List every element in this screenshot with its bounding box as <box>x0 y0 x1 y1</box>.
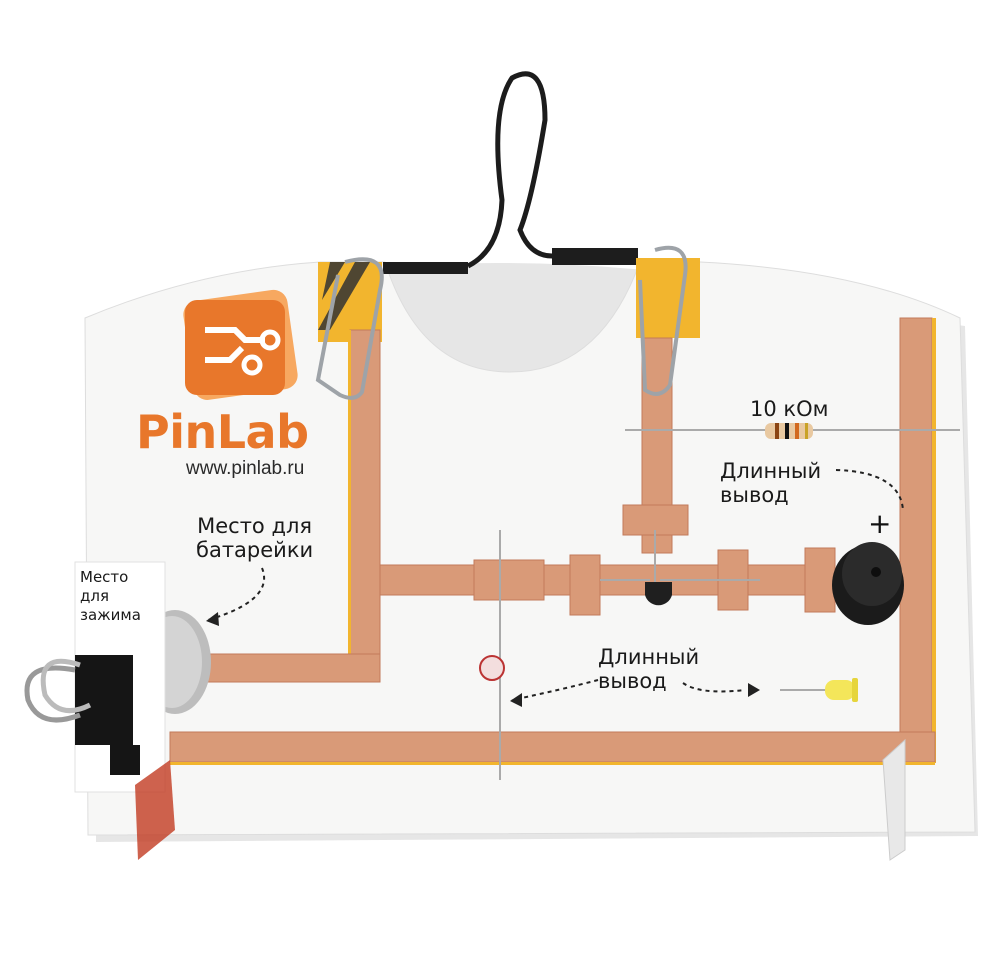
long-lead-label-top: Длинный вывод <box>720 459 821 507</box>
buzzer-icon <box>832 542 904 625</box>
transistor-icon <box>645 582 672 606</box>
long-lead-bottom-line-2: вывод <box>598 669 667 693</box>
long-lead-top-line-2: вывод <box>720 483 789 507</box>
brand-name: PinLab <box>136 405 309 459</box>
copper-traces <box>169 317 936 765</box>
long-lead-bottom-line-1: Длинный <box>598 645 700 669</box>
resistor-value-label: 10 кОм <box>750 397 829 421</box>
long-lead-top-line-1: Длинный <box>720 459 822 483</box>
tape-tab-right <box>636 258 700 338</box>
led-icon <box>825 678 858 702</box>
paperclip-icon <box>315 257 384 400</box>
battery-label-line-1: Место для <box>197 514 313 538</box>
clip-label-line-1: Место <box>80 568 129 586</box>
stand-right <box>882 738 906 861</box>
brand-url: www.pinlab.ru <box>186 458 305 479</box>
clip-label-line-2: для <box>80 587 109 605</box>
stand-left <box>135 760 175 860</box>
arrow-heads <box>206 612 760 707</box>
paperclip-icon <box>638 245 688 396</box>
battery-label-line-2: батарейки <box>196 538 314 562</box>
resistor-icon <box>765 423 813 439</box>
photoresistor-icon <box>479 655 505 681</box>
battery-place-label: Место для батарейки <box>196 514 313 562</box>
clip-place-label: Место для зажима <box>80 568 160 625</box>
plus-sign: + <box>868 507 892 540</box>
long-lead-label-bottom: Длинный вывод <box>598 645 699 693</box>
annotation-arrows <box>207 469 904 701</box>
hanging-wire <box>383 71 638 274</box>
binder-clip-icon <box>24 655 140 775</box>
pinlab-logo-icon <box>183 289 298 400</box>
clip-label-line-3: зажима <box>80 606 141 624</box>
